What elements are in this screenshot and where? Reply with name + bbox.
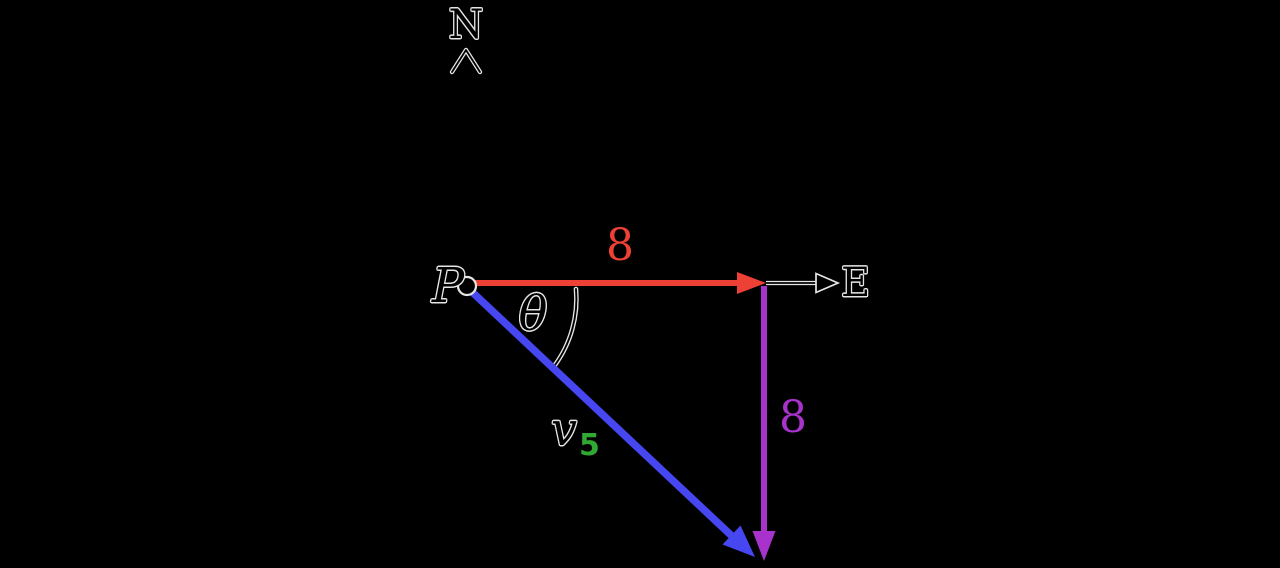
resultant-vector-arrow [467,287,755,557]
north-arrowhead-icon [449,47,483,75]
north-label: N [448,2,484,48]
resultant-vector-label: v5 [551,406,600,461]
east-vector-arrow [473,272,766,294]
east-label: E [841,260,871,306]
resultant-vector-symbol: v [551,402,577,456]
theta-label: θ [518,286,548,342]
east-magnitude-label: 8 [606,220,634,271]
south-vector-arrow [752,286,776,561]
angle-arc [552,286,579,368]
point-p-label: P [431,258,465,314]
resultant-vector-subscript: 5 [579,428,600,463]
south-magnitude-label: 8 [779,392,807,443]
east-axis-arrow [766,272,841,294]
point-p-dot [456,275,478,297]
